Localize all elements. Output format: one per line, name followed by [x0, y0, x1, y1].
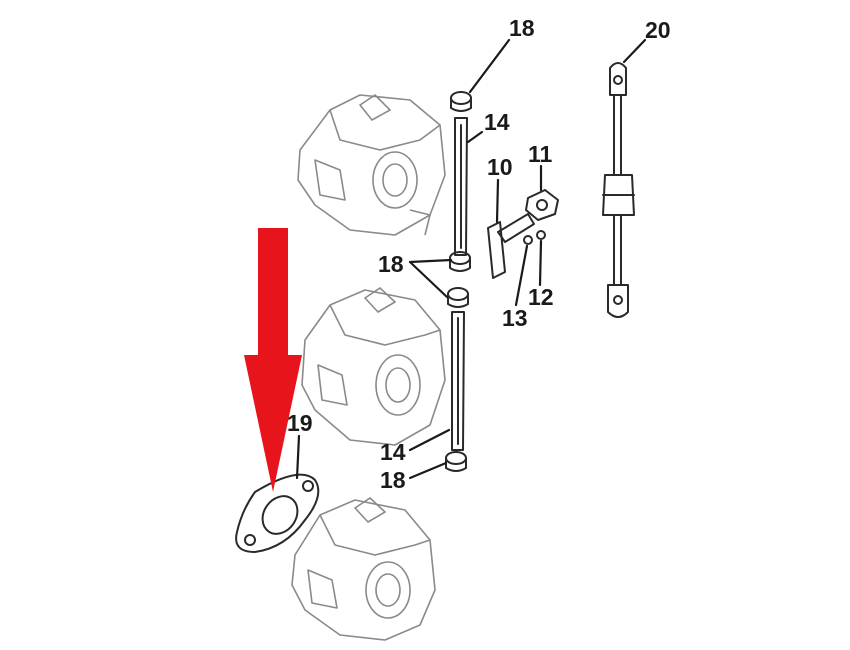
callout-18-top: 18: [509, 15, 535, 41]
highlight-arrow: [244, 228, 302, 492]
callout-20: 20: [645, 17, 671, 43]
linkage-assembly-part-20: [602, 62, 635, 318]
callout-11: 11: [528, 141, 553, 167]
carburetor-bottom: [291, 497, 436, 641]
nut-part-11: [525, 189, 559, 221]
carburetor-middle: [301, 287, 446, 446]
linkage-rod-lower: [451, 311, 465, 451]
washer-part-13: [523, 235, 533, 245]
callout-10: 10: [487, 154, 513, 180]
bushing-mid-upper: [449, 251, 471, 272]
bushing-bottom: [445, 451, 467, 472]
bushing-mid-lower: [447, 287, 469, 308]
linkage-rod-upper: [454, 117, 468, 256]
callout-18-bottom: 18: [380, 467, 406, 493]
callout-14-bottom: 14: [380, 439, 406, 465]
carburetor-top: [297, 94, 446, 236]
callout-18-mid: 18: [378, 251, 404, 277]
gasket-part-19: [235, 473, 320, 553]
leader-lines: [295, 38, 647, 480]
callout-19: 19: [287, 410, 313, 436]
lever-part-10: [487, 213, 535, 279]
callout-12: 12: [528, 284, 554, 310]
callout-14-top: 14: [484, 109, 510, 135]
screw-part-12: [536, 230, 546, 240]
callout-labels: 18 20 14 10 11 18 12 13 19 14 18: [287, 15, 671, 493]
bushing-top: [450, 91, 472, 112]
callout-13: 13: [502, 305, 528, 331]
